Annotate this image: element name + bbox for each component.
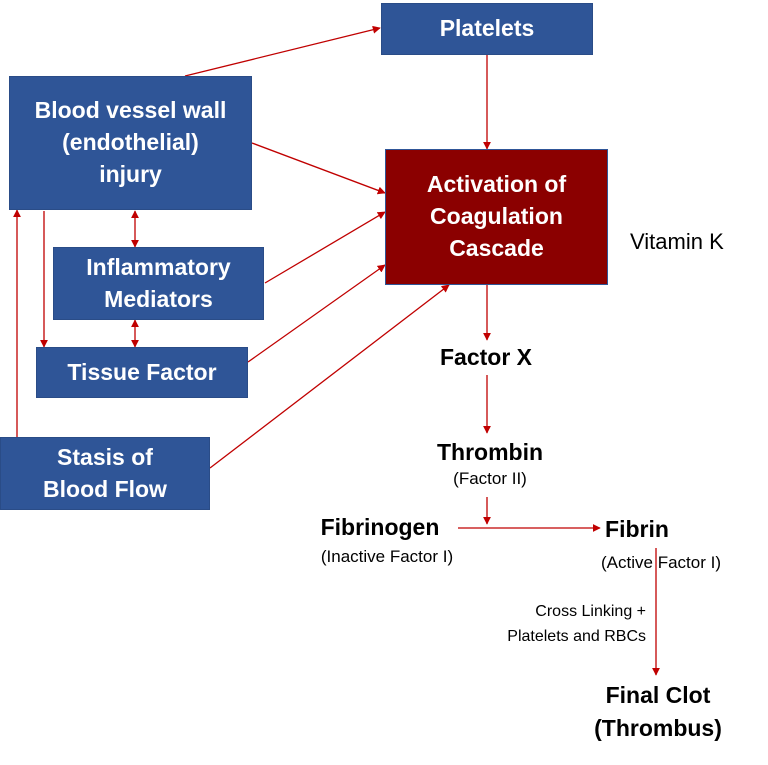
fibrin-label: Fibrin [605,516,669,542]
fibrinogen-label: Fibrinogen [320,514,440,540]
arrow-vessel-to-coagulation [251,142,386,195]
thrombin-label: Thrombin [436,439,544,465]
platelets-box: Platelets [381,3,593,55]
fibrinogen-sublabel: (Inactive Factor I) [320,547,454,566]
arrow-vessel-to-platelets [184,25,381,77]
arrow-tissue-to-coagulation [247,264,386,363]
thrombin-sublabel: (Factor II) [453,469,527,488]
fibrin-sublabel: (Active Factor I) [601,553,721,572]
inflammatory-mediators-box: Inflammatory Mediators [53,247,264,320]
arrow-inflammatory-to-coagulation [264,211,386,284]
stasis-blood-flow-box: Stasis of Blood Flow [0,437,210,510]
coagulation-cascade-box: Activation of Coagulation Cascade [385,149,608,285]
cross-linking-label: Cross Linking + Platelets and RBCs [507,603,646,645]
tissue-factor-box: Tissue Factor [36,347,248,398]
arrow-stasis-to-coagulation [209,284,450,469]
vitamin-k-label: Vitamin K [630,229,724,254]
final-clot-label: Final Clot (Thrombus) [594,682,722,742]
factor-x-label: Factor X [439,344,533,370]
vessel-injury-box: Blood vessel wall (endothelial) injury [9,76,252,210]
